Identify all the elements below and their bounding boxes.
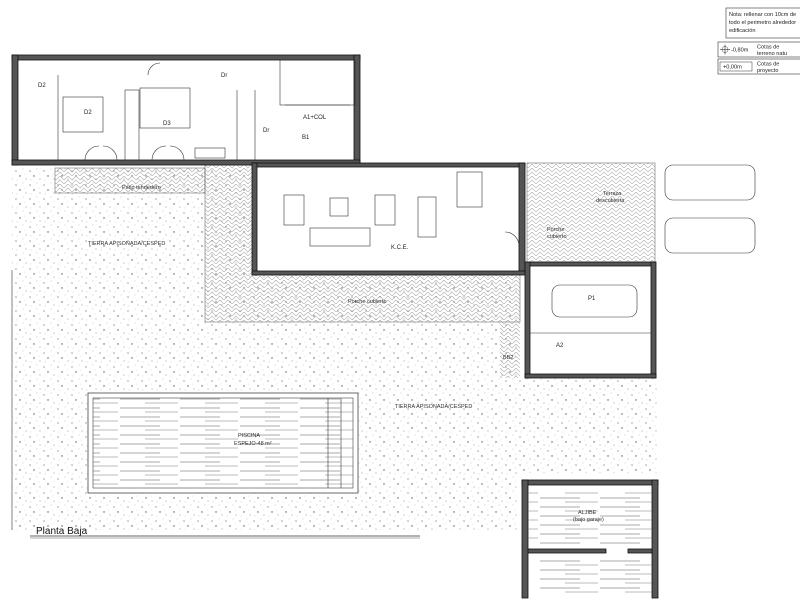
armchair-icon [374,194,396,226]
pool-label: PISCINA [238,433,260,439]
legend-desc: proyecto [757,68,778,74]
crosshair-circle-icon [720,44,730,55]
room-label: D2 [38,83,46,89]
car-icon [664,164,756,201]
room-label: P1 [588,296,596,302]
area-label: Porche cubierto [348,299,387,305]
legend-desc: Cotas de [757,45,779,51]
pool-area-label: ESPEJO-48 m² [234,441,272,447]
living-wing [251,162,526,276]
svg-text:todo el perimetro alrededor: todo el perimetro alrededor [729,20,796,26]
legend-desc: Cotas de [757,62,779,68]
svg-text:Nota: rellenar con 10cm de: Nota: rellenar con 10cm de [729,12,796,18]
room-label: A1+COL [303,115,327,121]
car-icon [664,217,756,254]
legend-value: +0,00m [723,65,742,71]
room-label: D3 [163,121,171,127]
area-label: descubierta [596,198,625,204]
room-label: Dr [263,128,269,134]
area-label: Patio tendedero [122,185,161,191]
garage [524,261,657,379]
cistern-label: ALJIBE [578,510,597,516]
note-box: Nota: rellenar con 10cm de todo el perim… [725,7,800,39]
kitchen-island-icon [456,171,483,208]
bedroom-wing [11,54,361,166]
drawing-title: Planta Baja [36,526,88,537]
coffee-table-icon [329,197,349,217]
legend-value: -0,80m [731,48,749,54]
legend-desc: terreno natu [757,51,787,57]
area-label: Porche [547,227,564,233]
car-icon [551,284,638,318]
pool [87,392,359,494]
legend: -0,80m Cotas de terreno natu +0,00m Cota… [717,41,800,75]
dining-table-icon [417,196,437,238]
room-label: BB2 [503,355,513,361]
area-label: TIERRA APISONADA/CESPED [395,404,472,410]
area-label: TIERRA APISONADA/CESPED [88,241,165,247]
room-label: D2 [84,110,92,116]
parked-cars [664,164,756,254]
cistern [521,479,659,599]
cistern-label: (bajo garaje) [573,517,604,523]
room-label: A2 [556,343,564,349]
room-label: B1 [302,135,310,141]
svg-text:edificación: edificación [729,28,755,34]
room-label: Dr [221,73,227,79]
room-label: K.C.E. [391,245,409,251]
armchair-icon [283,194,305,226]
sofa-icon [309,227,371,247]
boxed-level-icon [719,61,753,72]
area-label: Terraza [603,191,622,197]
area-label: cubierto [547,234,567,240]
